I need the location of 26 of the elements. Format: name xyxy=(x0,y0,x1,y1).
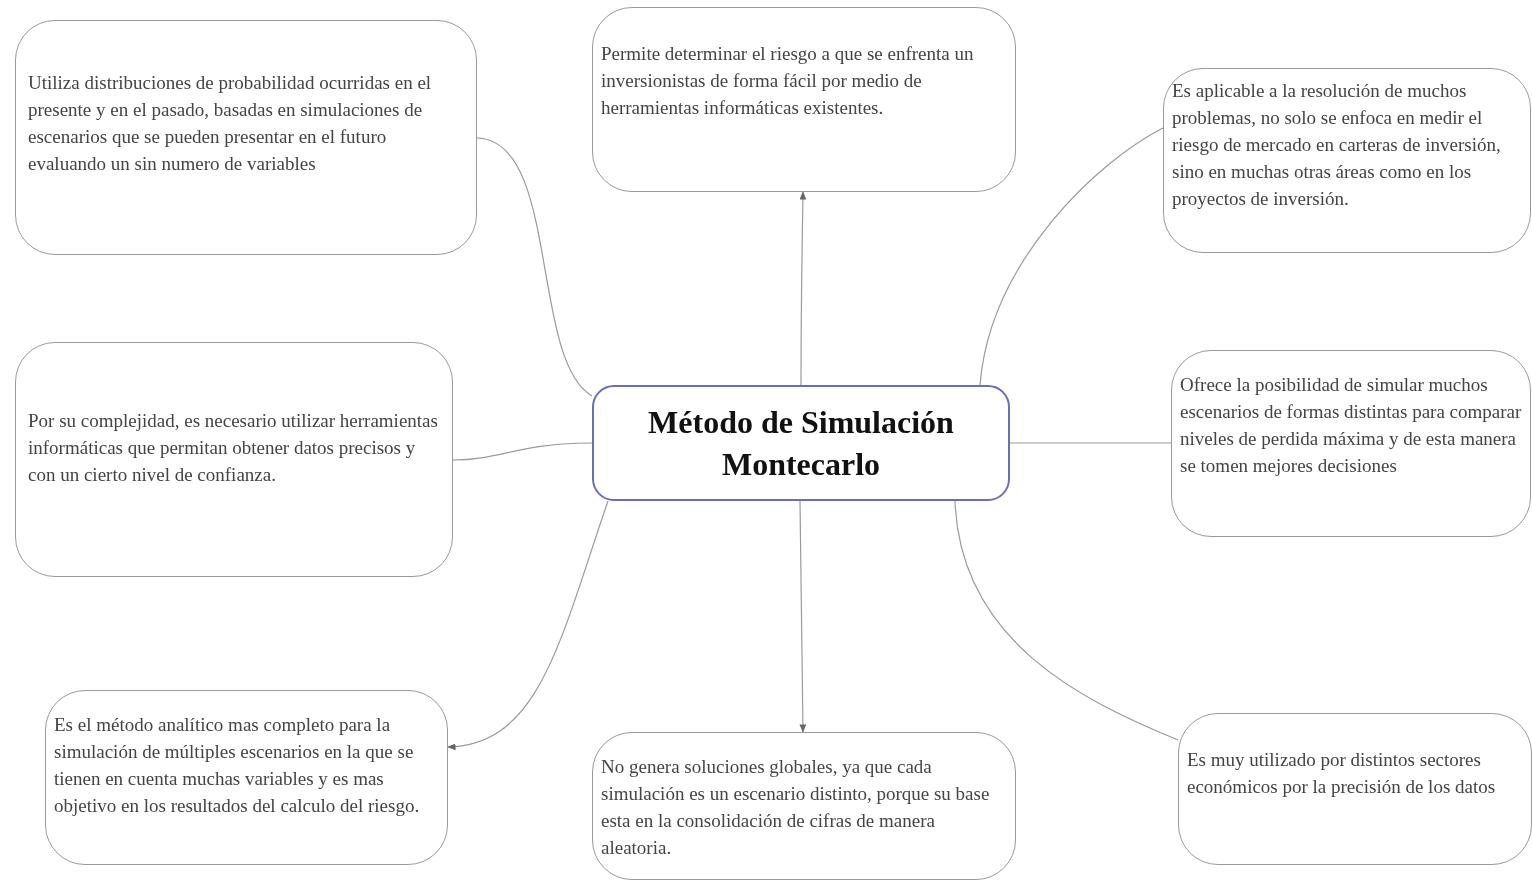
connector-line xyxy=(447,500,609,750)
idea-box xyxy=(592,732,1016,880)
connector-line xyxy=(799,500,807,733)
connector-line xyxy=(1009,442,1172,444)
connector-line xyxy=(476,137,593,397)
idea-text: No genera soluciones globales, ya que cada simulación es un escenario distinto, porque su base esta en la consolidación de cifras de manera aleatoria. xyxy=(601,755,991,860)
idea-box xyxy=(15,20,477,255)
connector-line xyxy=(979,127,1164,386)
idea-text: Es el método analítico mas completo para la simulación de múltiples escenarios en la que se tienen en cuenta muchas variables y es mas objetivo en los resultados del calculo del riesgo. xyxy=(54,713,421,818)
idea-text: Es aplicable a la resolución de muchos problemas, no solo se enfoca en medir el riesgo de mercado en carteras de inversión, sino en muchas otras áreas como en los proyectos de inversión. xyxy=(1172,79,1502,211)
idea-text: Utiliza distribuciones de probabilidad ocurridas en el presente y en el pasado, basadas en simulaciones de escenarios que se pueden presentar en el futuro evaluando un sin numero de variables xyxy=(28,71,433,176)
idea-text: Es muy utilizado por distintos sectores económicos por la precisión de los datos xyxy=(1187,748,1497,799)
connector-line xyxy=(452,442,593,461)
idea-box xyxy=(45,690,448,865)
idea-box xyxy=(1171,350,1531,537)
idea-text: Permite determinar el riesgo a que se enfrenta un inversionistas de forma fácil por medio de herramientas informáticas existentes. xyxy=(601,42,975,120)
idea-box xyxy=(15,342,453,577)
connector-line xyxy=(954,500,1179,741)
idea-box xyxy=(592,7,1016,192)
connector-line xyxy=(799,191,807,386)
topic-title: Método de Simulación Montecarlo xyxy=(647,403,955,484)
idea-box xyxy=(1163,68,1531,253)
idea-text: Por su complejidad, es necesario utilizar herramientas informáticas que permitan obtener datos precisos y con un cierto nivel de confianza. xyxy=(28,409,439,487)
idea-text: Ofrece la posibilidad de simular muchos escenarios de formas distintas para comparar niveles de perdida máxima y de esta manera se tomen mejores decisiones xyxy=(1180,373,1522,478)
central-topic-box xyxy=(592,385,1010,501)
idea-box xyxy=(1178,713,1532,865)
